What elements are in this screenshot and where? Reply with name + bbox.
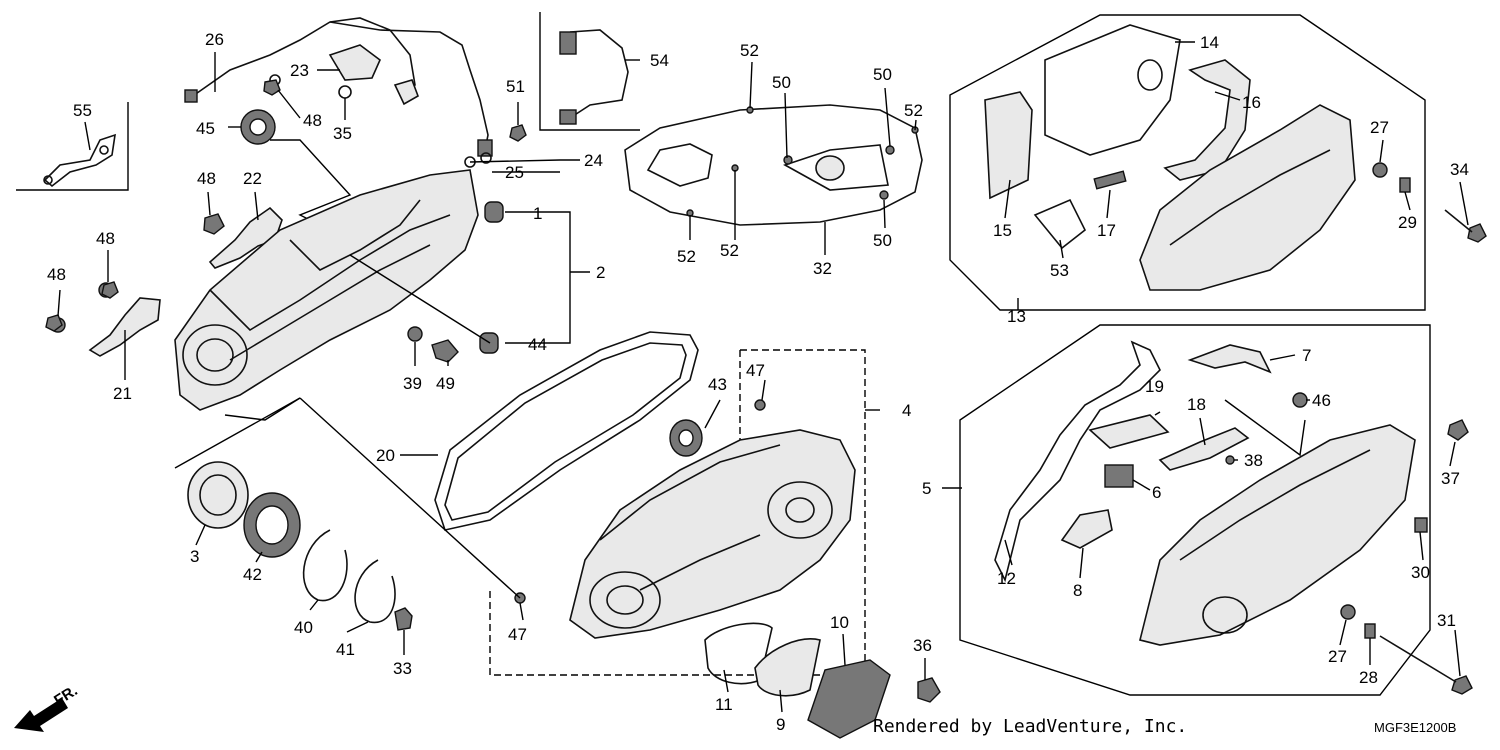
callout-28: 28 [1359,668,1378,687]
callout-52b: 52 [904,101,923,120]
callout-48d: 48 [47,265,66,284]
callout-33: 33 [393,659,412,678]
callout-11: 11 [715,695,733,714]
callout-3: 3 [190,547,199,566]
callout-27b: 27 [1328,647,1347,666]
part-45-bearing [240,109,276,145]
parts-lower-middle [704,622,941,739]
callout-21: 21 [113,384,132,403]
callout-25: 25 [505,163,524,182]
callout-35: 35 [333,124,352,143]
callout-44: 44 [528,335,547,354]
callout-27a: 27 [1370,118,1389,137]
callout-46: 46 [1312,391,1331,410]
diagram-code: MGF3E1200B [1374,720,1456,735]
callout-50b: 50 [873,65,892,84]
part-32-cover-plate [624,104,923,226]
callout-23: 23 [290,61,309,80]
callout-48b: 48 [197,169,216,188]
callout-16: 16 [1242,93,1261,112]
part-1-44-dowels [479,201,504,354]
callout-22: 22 [243,169,262,188]
callout-43: 43 [708,375,727,394]
callout-13: 13 [1007,307,1026,326]
direction-indicator: FR. [14,682,81,732]
parts-lower-right [994,340,1473,695]
callout-6: 6 [1152,483,1161,502]
callout-52a: 52 [740,41,759,60]
callout-32: 32 [813,259,832,278]
callout-24: 24 [584,151,603,170]
callout-52c: 52 [677,247,696,266]
callout-50c: 50 [873,231,892,250]
callout-51: 51 [506,77,525,96]
callout-4: 4 [902,401,911,420]
callout-36: 36 [913,636,932,655]
callout-labels: 1 2 3 4 5 6 7 8 9 10 11 12 13 14 15 16 1… [47,30,1469,734]
callout-19: 19 [1145,377,1164,396]
callout-8: 8 [1073,581,1082,600]
callout-30: 30 [1411,563,1430,582]
parts-lower-left [187,461,413,631]
part-43-bearing [669,419,703,457]
callout-26: 26 [205,30,224,49]
part-4-outer-cover [569,429,856,639]
callout-48a: 48 [303,111,322,130]
callout-40: 40 [294,618,313,637]
part-55-bracket [43,133,116,188]
callout-49: 49 [436,374,455,393]
parts-upper-right [984,24,1487,291]
callout-53: 53 [1050,261,1069,280]
callout-39: 39 [403,374,422,393]
callout-50a: 50 [772,73,791,92]
callout-48c: 48 [96,229,115,248]
callout-38: 38 [1244,451,1263,470]
callout-54: 54 [650,51,669,70]
callout-7: 7 [1302,346,1311,365]
callout-52d: 52 [720,241,739,260]
callout-2: 2 [596,263,605,282]
callout-45: 45 [196,119,215,138]
callout-18: 18 [1187,395,1206,414]
part-20-drive-belt [434,331,699,531]
part-2-left-cover [174,169,479,411]
callout-15: 15 [993,221,1012,240]
part-54-sensor [559,29,629,125]
callout-12: 12 [997,569,1016,588]
callout-34: 34 [1450,160,1469,179]
callout-14: 14 [1200,33,1219,52]
callout-1: 1 [533,204,542,223]
credit-text: Rendered by LeadVenture, Inc. [873,716,1187,737]
callout-17: 17 [1097,221,1116,240]
callout-47b: 47 [508,625,527,644]
part-26-sensor-harness [184,17,493,157]
callout-47a: 47 [746,361,765,380]
callout-5: 5 [922,479,931,498]
bolts-misc [45,79,527,363]
callout-55: 55 [73,101,92,120]
callout-41: 41 [336,640,355,659]
callout-37: 37 [1441,469,1460,488]
callout-29: 29 [1398,213,1417,232]
callout-20: 20 [376,446,395,465]
callout-10: 10 [830,613,849,632]
callout-31: 31 [1437,611,1456,630]
callout-9: 9 [776,715,785,734]
callout-42: 42 [243,565,262,584]
leader-lines [57,41,1469,713]
front-arrow-icon [14,698,68,732]
group-outlines [16,12,1431,696]
